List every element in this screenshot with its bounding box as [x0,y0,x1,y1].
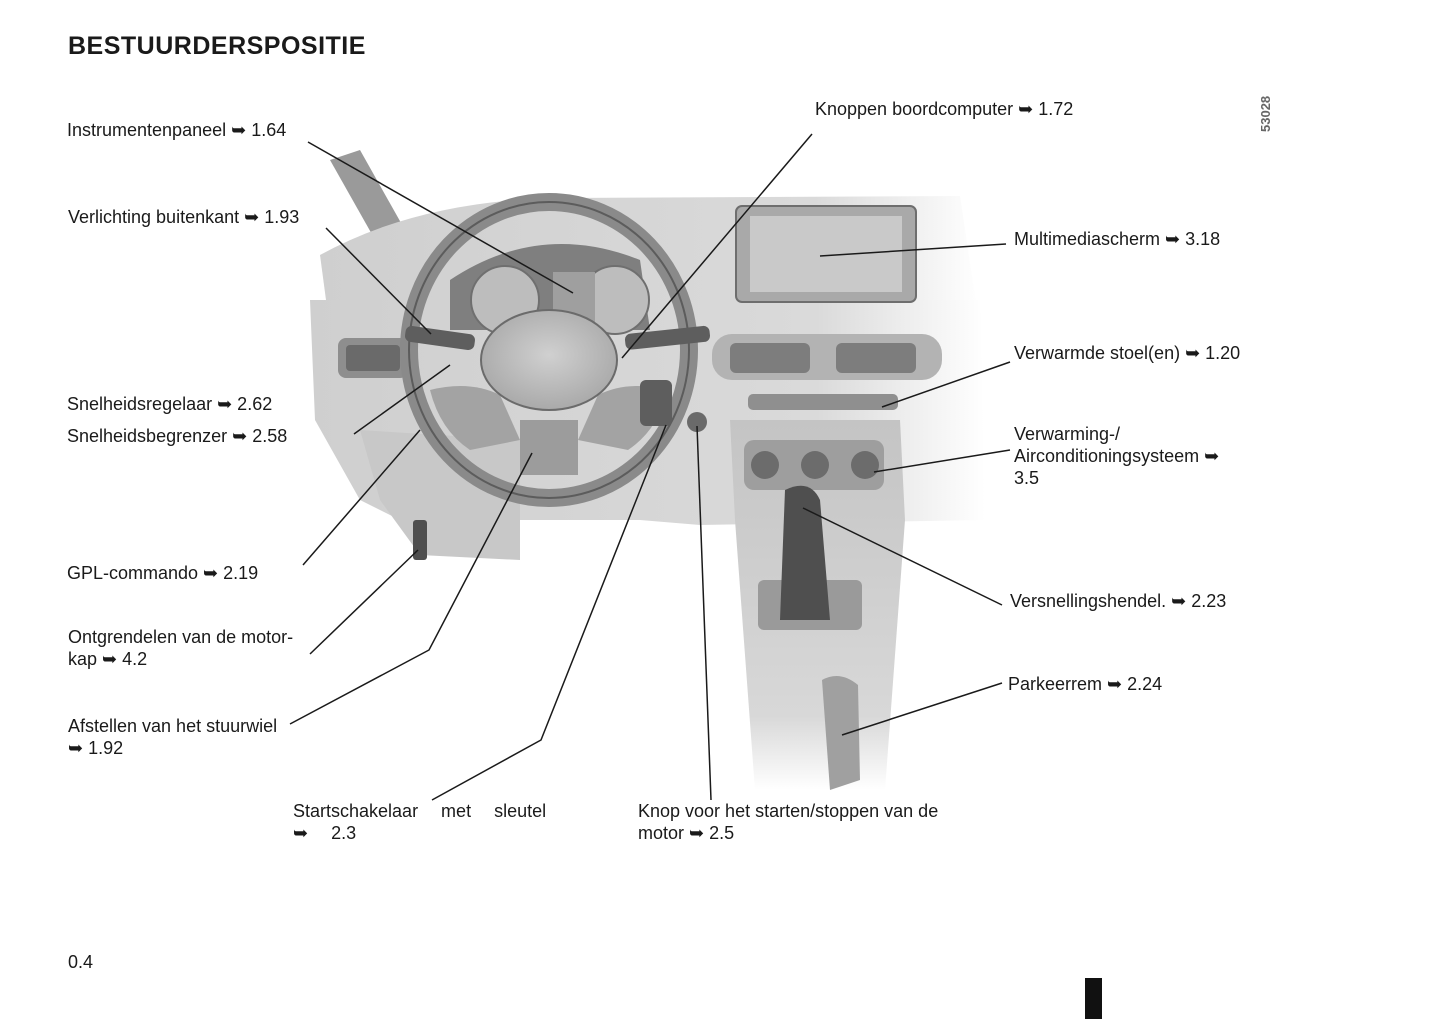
label-verwarming-airco: Verwarming-/ Airconditioningsysteem ➥ 3.… [1014,424,1220,488]
right-stalk [624,325,710,350]
label-verlichting-buitenkant: Verlichting buitenkant ➥ 1.93 [68,207,300,227]
label-versnellingshendel: Versnellingshendel. ➥ 2.23 [1010,591,1227,611]
label-verwarmde-stoelen: Verwarmde stoel(en) ➥ 1.20 [1014,343,1241,363]
label-parkeerrem: Parkeerrem ➥ 2.24 [1008,674,1163,694]
gpl-switch [413,520,427,560]
leader-lines [289,133,1011,801]
parking-brake-shape [822,676,860,790]
page-title: BESTUURDERSPOSITIE [68,32,366,60]
knee-panel [360,430,520,560]
label-instrumentenpaneel: Instrumentenpaneel ➥ 1.64 [67,120,287,140]
label-startschakelaar: Startschakelaar met sleutel ➥ 2.3 [293,801,547,843]
label-afstellen-stuurwiel: Afstellen van het stuurwiel ➥ 1.92 [68,716,278,758]
center-air-vents [712,334,942,380]
label-start-stop-knop: Knop voor het starten/stoppen van de mot… [638,801,939,843]
label-snelheidsbegrenzer: Snelheidsbegrenzer ➥ 2.58 [67,426,288,446]
section-tab-marker [1085,978,1102,1019]
a-pillar [330,150,405,245]
gear-lever [758,485,862,630]
page-number: 0.4 [68,952,94,972]
multimedia-screen-shape [735,205,917,303]
stalk-lower [640,380,672,426]
left-stalk [405,325,475,351]
label-snelheidsregelaar: Snelheidsregelaar ➥ 2.62 [67,394,273,414]
label-multimediascherm: Multimediascherm ➥ 3.18 [1014,229,1221,249]
label-knoppen-boordcomputer: Knoppen boordcomputer ➥ 1.72 [815,99,1074,119]
left-air-vent [338,338,408,378]
climate-controls [744,440,884,490]
start-stop-button-shape [687,412,707,432]
label-gpl-commando: GPL-commando ➥ 2.19 [67,563,259,583]
switch-strip [748,394,898,410]
label-ontgrendelen-motorkap: Ontgrendelen van de motor-kap ➥ 4.2 [68,627,294,669]
